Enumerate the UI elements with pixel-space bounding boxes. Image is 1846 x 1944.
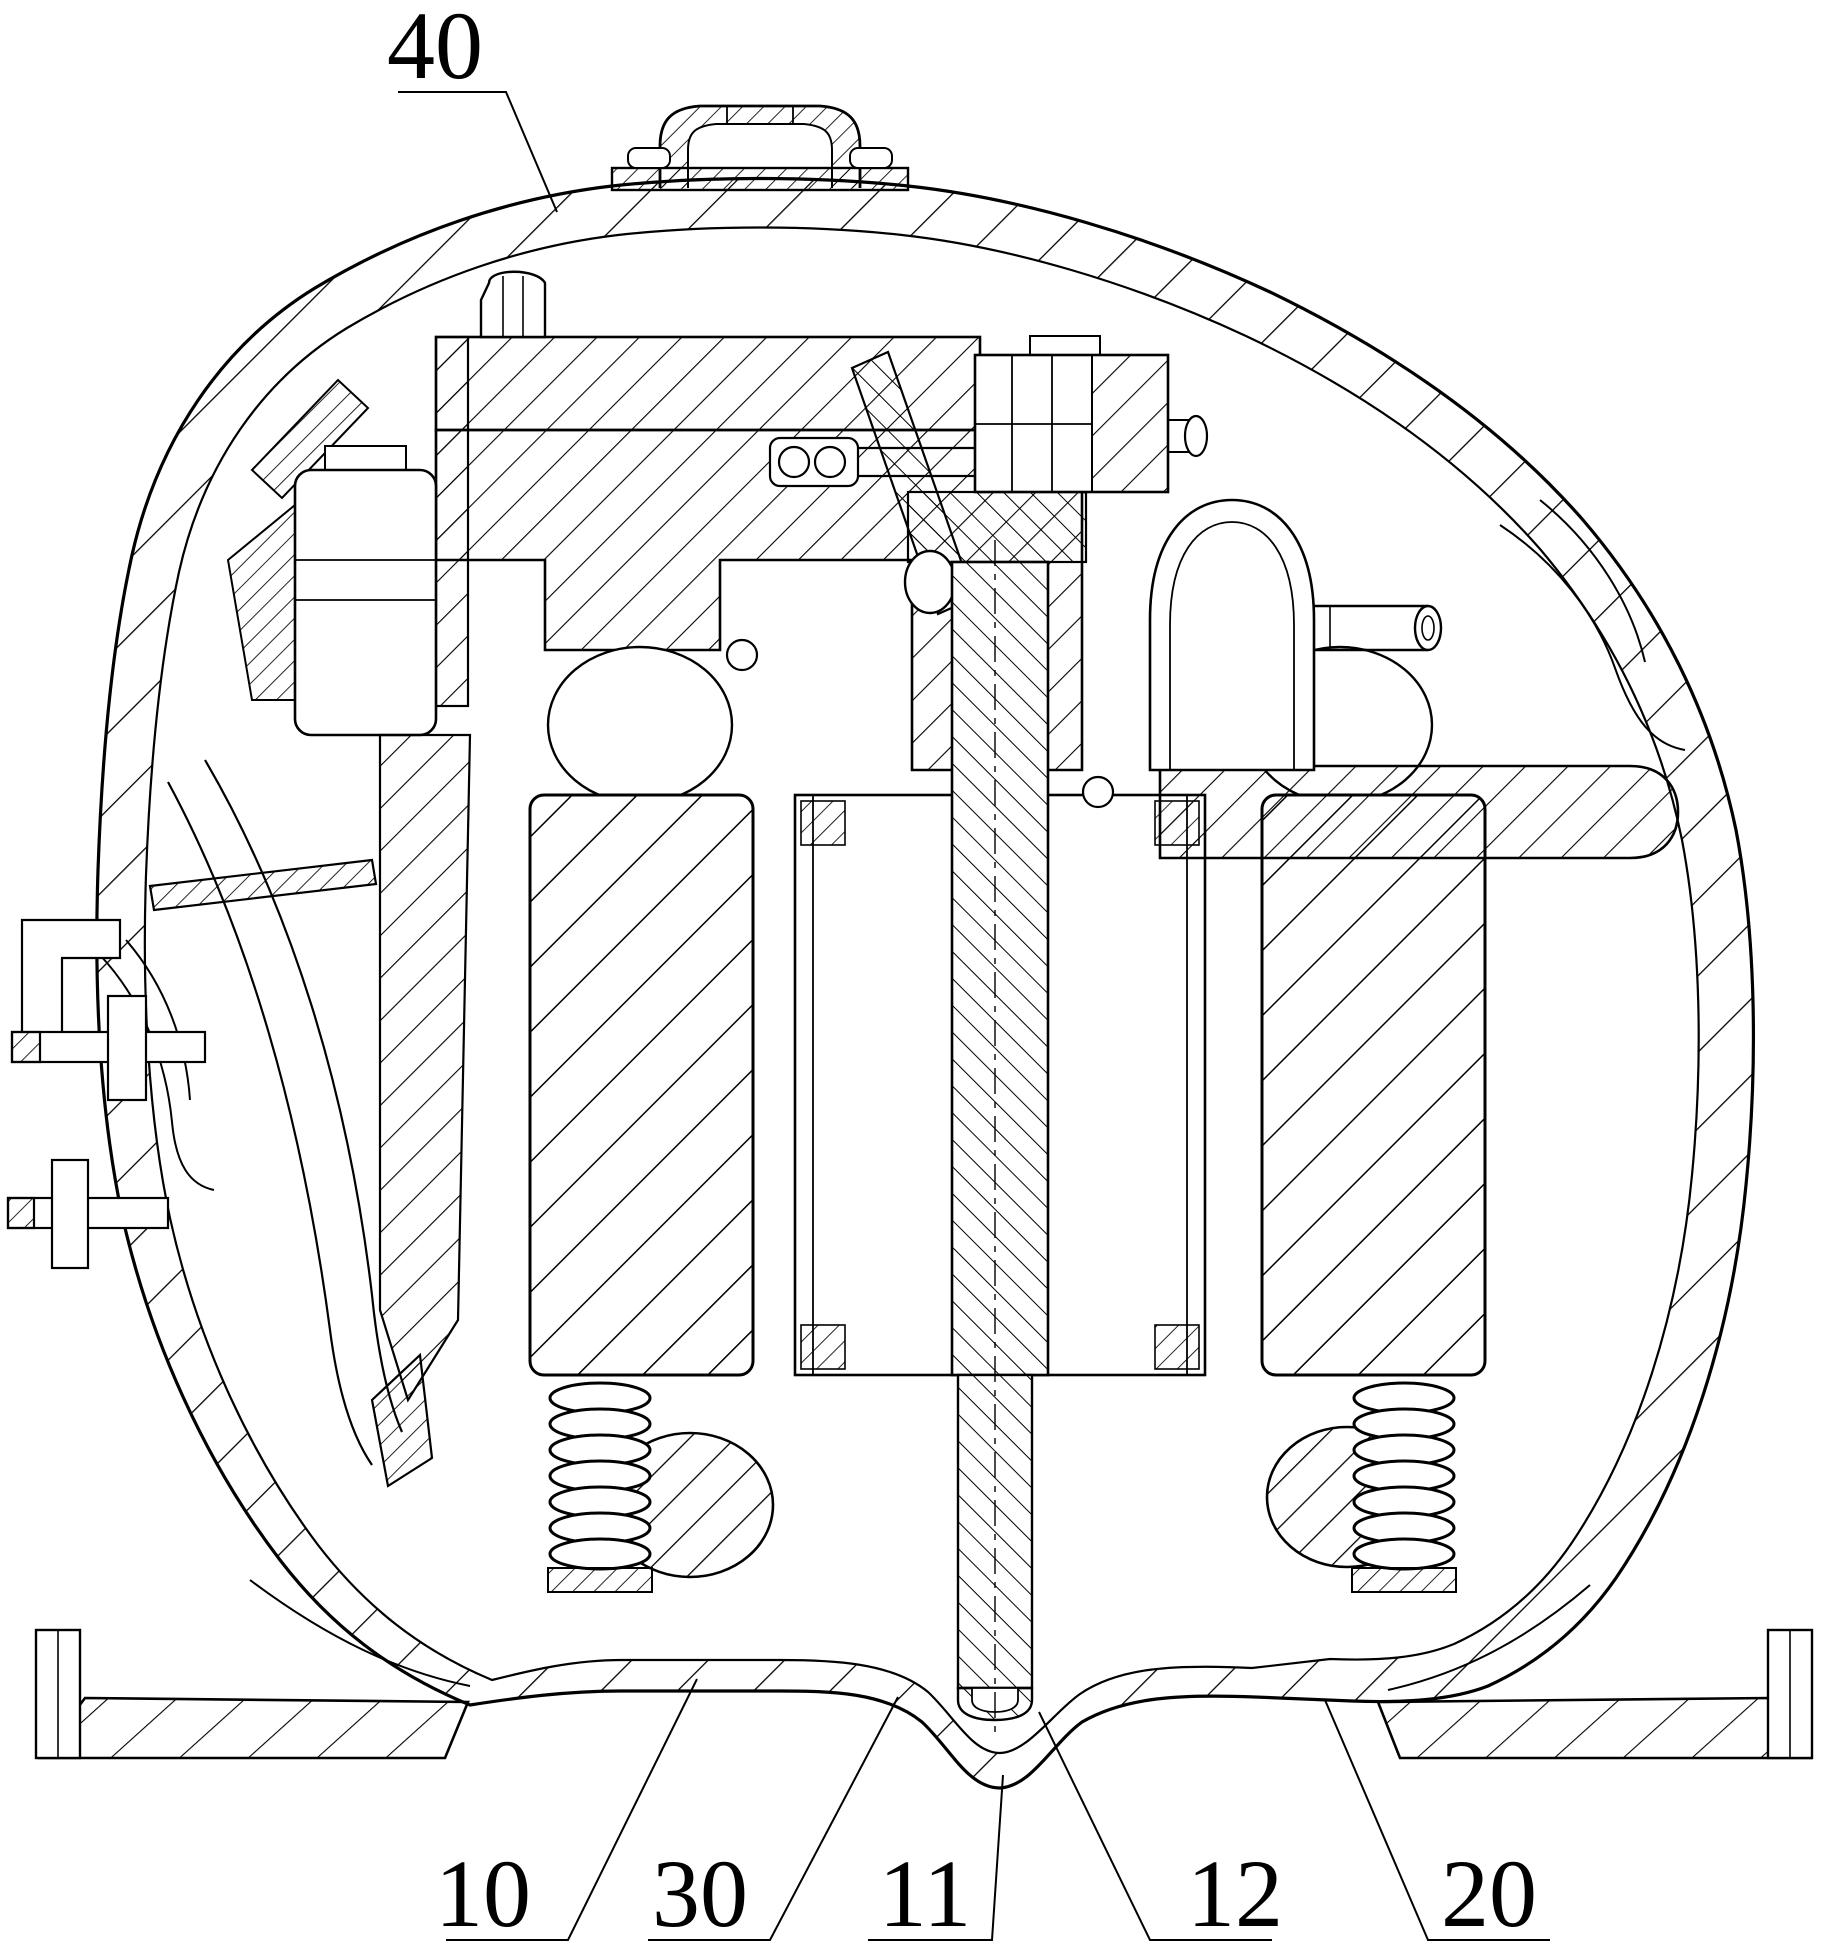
shell-weld-seam-right xyxy=(1499,499,1686,751)
label-10: 10 xyxy=(435,1840,531,1944)
terminal-mount-arm xyxy=(148,858,378,912)
suction-muffler xyxy=(226,378,438,737)
shell-weld-seam-left xyxy=(99,939,215,1191)
oil-feed-wedge xyxy=(378,733,472,1403)
electrical-terminal xyxy=(6,858,378,1270)
muffler-bracket xyxy=(250,378,370,500)
cylinder-head-cover xyxy=(973,335,1209,494)
label-40: 40 xyxy=(387,0,483,99)
label-12: 12 xyxy=(1187,1840,1283,1944)
label-11: 11 xyxy=(879,1840,971,1944)
bearing-left xyxy=(725,638,759,672)
spring-seat-left xyxy=(547,1567,653,1593)
winding-top-left xyxy=(546,645,734,805)
leader-12 xyxy=(1038,1711,1272,1941)
housing-shell xyxy=(95,176,1756,1790)
mounting-foot-right xyxy=(1376,1628,1814,1760)
discharge-dome xyxy=(1148,498,1316,772)
leader-11 xyxy=(868,1774,1004,1941)
leader-30 xyxy=(648,1696,899,1941)
terminal-pin-lower xyxy=(6,1158,170,1270)
bearing-right xyxy=(1081,775,1115,809)
leader-20 xyxy=(1324,1699,1550,1941)
spring-seat-right xyxy=(1351,1567,1457,1593)
discharge-tube xyxy=(1314,604,1443,652)
head-cover-bolt xyxy=(1168,414,1209,458)
cylinder-bolt xyxy=(479,270,547,339)
leader-10 xyxy=(446,1678,698,1941)
frame-flange-plate xyxy=(1158,764,1680,860)
crank-pin xyxy=(903,549,957,615)
shell-flare-left xyxy=(249,1579,471,1687)
stator-left xyxy=(528,793,755,1377)
reference-numerals: 40 10 30 11 12 20 xyxy=(387,0,1537,1944)
hex-nut xyxy=(768,436,975,488)
suspension-spring-right xyxy=(1352,1381,1456,1571)
terminal-pin-upper xyxy=(10,994,207,1102)
support-wedge xyxy=(226,502,296,701)
mounting-foot-left xyxy=(34,1628,470,1760)
shell-wall-band xyxy=(96,178,1754,1788)
motor xyxy=(528,645,1487,1377)
leader-lines xyxy=(398,91,1550,1941)
suspension-spring-left xyxy=(548,1381,652,1571)
shell-flare-right xyxy=(1387,1584,1591,1691)
crankshaft xyxy=(950,560,1050,1377)
shell-outer-outline xyxy=(95,176,1756,1790)
label-30: 30 xyxy=(652,1840,748,1944)
suspension-bracket xyxy=(167,759,434,1488)
label-20: 20 xyxy=(1441,1840,1537,1944)
shell-inner-outline xyxy=(143,226,1700,1755)
stator-right xyxy=(1260,793,1487,1377)
leader-40 xyxy=(398,91,558,213)
shell-top-bracket xyxy=(610,104,910,192)
